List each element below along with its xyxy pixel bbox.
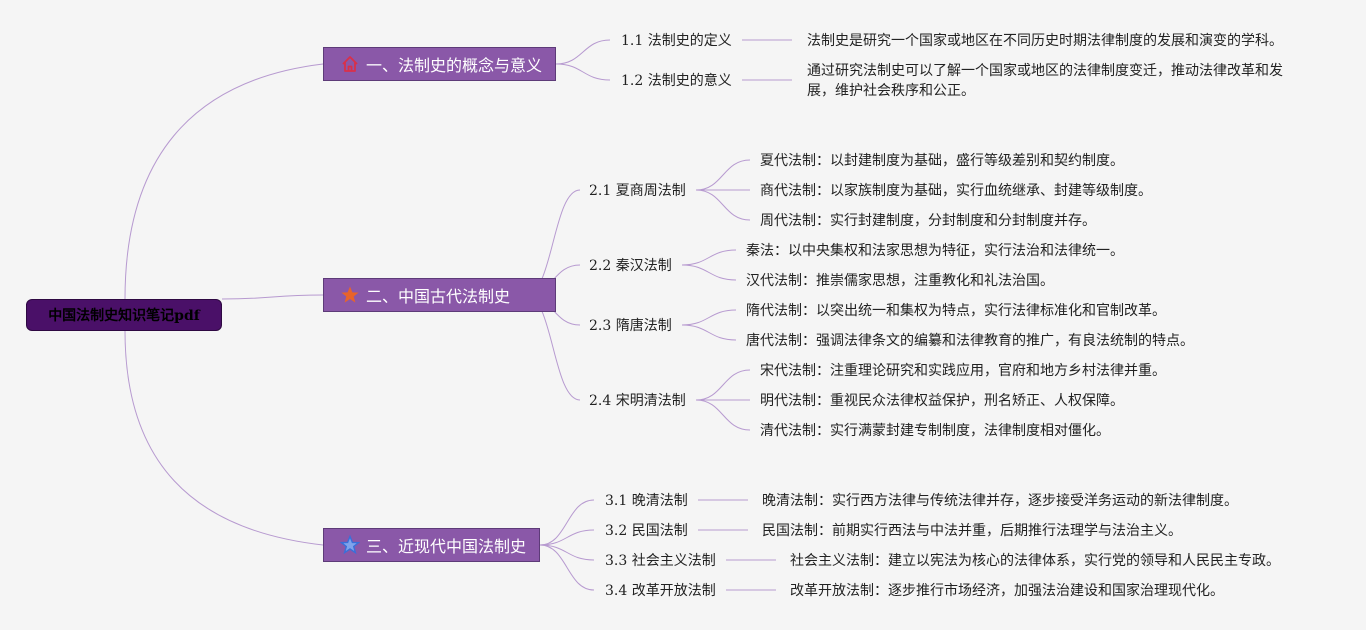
connector-root-section-1	[124, 63, 324, 300]
leaf-text: 隋代法制：以突出统一和集权为特点，实行法律标准化和官制改革。	[746, 303, 1166, 319]
connector-3-2	[539, 529, 595, 546]
section-label-1: 一、法制史的概念与意义	[366, 56, 543, 75]
leaf-3-4-1: 改革开放法制：逐步推行市场经济，加强法治建设和国家治理现代化。	[790, 581, 1224, 601]
star-outline-icon	[340, 535, 360, 555]
section-node-3[interactable]: 三、近现代中国法制史	[323, 528, 540, 562]
subtopic-label: 2.2 秦汉法制	[589, 258, 672, 274]
leaf-text: 秦法：以中央集权和法家思想为特征，实行法治和法律统一。	[746, 243, 1124, 259]
subtopic-label: 3.4 改革开放法制	[605, 583, 716, 599]
connector-3-1	[539, 499, 595, 546]
subtopic-3-1[interactable]: 3.1 晚清法制	[605, 492, 688, 510]
leaf-text: 清代法制：实行满蒙封建专制制度，法律制度相对僵化。	[760, 423, 1110, 439]
leaf-2-2-2: 汉代法制：推崇儒家思想，注重教化和礼法治国。	[746, 271, 1054, 291]
connector-leaf-2-2-1	[681, 249, 737, 266]
connector-root-section-3	[124, 330, 324, 546]
star-icon	[340, 285, 360, 305]
leaf-2-2-1: 秦法：以中央集权和法家思想为特征，实行法治和法律统一。	[746, 241, 1124, 261]
subtopic-3-2[interactable]: 3.2 民国法制	[605, 522, 688, 540]
section-node-1[interactable]: 一、法制史的概念与意义	[323, 47, 556, 81]
leaf-3-2-1: 民国法制：前期实行西法与中法并重，后期推行法理学与法治主义。	[762, 521, 1182, 541]
root-node[interactable]: 中国法制史知识笔记pdf	[26, 299, 222, 331]
subtopic-label: 3.1 晚清法制	[605, 493, 688, 509]
leaf-text: 周代法制：实行封建制度，分封制度和分封制度并存。	[760, 213, 1096, 229]
leaf-2-1-1: 夏代法制：以封建制度为基础，盛行等级差别和契约制度。	[760, 151, 1124, 171]
subtopic-2-2[interactable]: 2.2 秦汉法制	[589, 257, 672, 275]
subtopic-2-3[interactable]: 2.3 隋唐法制	[589, 317, 672, 335]
root-label: 中国法制史知识笔记pdf	[48, 308, 200, 324]
connector-leaf-2-4-3	[695, 399, 751, 431]
connector-1-1	[555, 39, 611, 65]
connector-leaf-2-2-2	[681, 264, 737, 281]
leaf-text: 民国法制：前期实行西法与中法并重，后期推行法理学与法治主义。	[762, 523, 1182, 539]
leaf-2-3-2: 唐代法制：强调法律条文的编纂和法律教育的推广，有良法统制的特点。	[746, 331, 1194, 351]
connector-1-2	[555, 63, 611, 81]
leaf-2-4-3: 清代法制：实行满蒙封建专制制度，法律制度相对僵化。	[760, 421, 1110, 441]
leaf-text: 宋代法制：注重理论研究和实践应用，官府和地方乡村法律并重。	[760, 363, 1166, 379]
leaf-text: 明代法制：重视民众法律权益保护，刑名矫正、人权保障。	[760, 393, 1124, 409]
connector-3-3	[539, 544, 595, 561]
subtopic-label: 3.3 社会主义法制	[605, 553, 716, 569]
leaf-1-2-1: 通过研究法制史可以了解一个国家或地区的法律制度变迁，推动法律改革和发展，维护社会…	[807, 61, 1292, 101]
subtopic-label: 2.3 隋唐法制	[589, 318, 672, 334]
home-icon	[340, 54, 360, 74]
leaf-text: 改革开放法制：逐步推行市场经济，加强法治建设和国家治理现代化。	[790, 583, 1224, 599]
connector-root-section-2	[221, 294, 324, 300]
connector-leaf-2-4-1	[695, 369, 751, 401]
leaf-2-4-1: 宋代法制：注重理论研究和实践应用，官府和地方乡村法律并重。	[760, 361, 1166, 381]
leaf-2-4-2: 明代法制：重视民众法律权益保护，刑名矫正、人权保障。	[760, 391, 1124, 411]
leaf-text: 法制史是研究一个国家或地区在不同历史时期法律制度的发展和演变的学科。	[807, 33, 1283, 49]
connector-leaf-2-1-3	[695, 189, 751, 221]
subtopic-3-3[interactable]: 3.3 社会主义法制	[605, 552, 716, 570]
subtopic-2-4[interactable]: 2.4 宋明清法制	[589, 392, 686, 410]
leaf-text: 晚清法制：实行西方法律与传统法律并存，逐步接受洋务运动的新法律制度。	[762, 493, 1238, 509]
connector-3-4	[539, 544, 595, 591]
section-node-2[interactable]: 二、中国古代法制史	[323, 278, 556, 312]
leaf-3-1-1: 晚清法制：实行西方法律与传统法律并存，逐步接受洋务运动的新法律制度。	[762, 491, 1238, 511]
leaf-text: 夏代法制：以封建制度为基础，盛行等级差别和契约制度。	[760, 153, 1124, 169]
connector-leaf-2-1-1	[695, 159, 751, 191]
leaf-text: 通过研究法制史可以了解一个国家或地区的法律制度变迁，推动法律改革和发展，维护社会…	[807, 63, 1283, 99]
leaf-2-1-2: 商代法制：以家族制度为基础，实行血统继承、封建等级制度。	[760, 181, 1152, 201]
connector-leaf-2-3-1	[681, 309, 737, 326]
leaf-text: 社会主义法制：建立以宪法为核心的法律体系，实行党的领导和人民民主专政。	[790, 553, 1280, 569]
subtopic-label: 3.2 民国法制	[605, 523, 688, 539]
subtopic-3-4[interactable]: 3.4 改革开放法制	[605, 582, 716, 600]
subtopic-label: 2.4 宋明清法制	[589, 393, 686, 409]
subtopic-label: 1.2 法制史的意义	[621, 73, 732, 89]
leaf-2-3-1: 隋代法制：以突出统一和集权为特点，实行法律标准化和官制改革。	[746, 301, 1166, 321]
subtopic-1-1[interactable]: 1.1 法制史的定义	[621, 32, 732, 50]
subtopic-label: 2.1 夏商周法制	[589, 183, 686, 199]
leaf-text: 汉代法制：推崇儒家思想，注重教化和礼法治国。	[746, 273, 1054, 289]
subtopic-label: 1.1 法制史的定义	[621, 33, 732, 49]
section-label-2: 二、中国古代法制史	[366, 287, 511, 306]
leaf-text: 唐代法制：强调法律条文的编纂和法律教育的推广，有良法统制的特点。	[746, 333, 1194, 349]
connector-leaf-2-3-2	[681, 324, 737, 341]
subtopic-2-1[interactable]: 2.1 夏商周法制	[589, 182, 686, 200]
leaf-3-3-1: 社会主义法制：建立以宪法为核心的法律体系，实行党的领导和人民民主专政。	[790, 551, 1280, 571]
subtopic-1-2[interactable]: 1.2 法制史的意义	[621, 72, 732, 90]
leaf-1-1-1: 法制史是研究一个国家或地区在不同历史时期法律制度的发展和演变的学科。	[807, 31, 1283, 51]
leaf-text: 商代法制：以家族制度为基础，实行血统继承、封建等级制度。	[760, 183, 1152, 199]
section-label-3: 三、近现代中国法制史	[366, 537, 527, 556]
leaf-2-1-3: 周代法制：实行封建制度，分封制度和分封制度并存。	[760, 211, 1096, 231]
